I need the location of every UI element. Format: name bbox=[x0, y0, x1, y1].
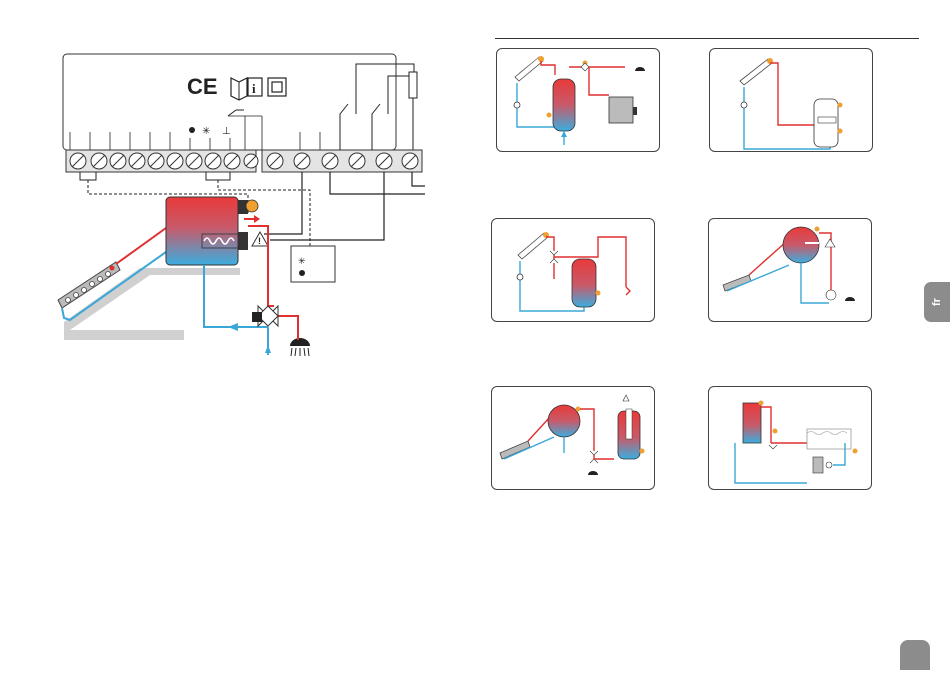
double-insulation-icon bbox=[268, 78, 286, 96]
temperature-sensor-icon bbox=[246, 200, 258, 212]
scheme-6 bbox=[708, 386, 872, 490]
wiring-diagram: CE i ✳ ⊥ bbox=[0, 0, 475, 670]
scheme-3 bbox=[491, 218, 655, 322]
ce-mark: CE bbox=[187, 74, 218, 99]
storage-tank bbox=[166, 197, 238, 265]
svg-text:✳: ✳ bbox=[298, 256, 306, 266]
language-tab-label: fr bbox=[931, 298, 943, 306]
svg-text:✳: ✳ bbox=[202, 126, 210, 137]
svg-text:!: ! bbox=[258, 236, 261, 246]
scheme-5 bbox=[491, 386, 655, 490]
mixing-valve-icon bbox=[252, 306, 278, 326]
svg-text:⊥: ⊥ bbox=[222, 126, 231, 137]
page-number-tab bbox=[900, 640, 930, 670]
language-tab[interactable]: fr bbox=[924, 282, 950, 322]
terminal-block-mains bbox=[262, 150, 422, 172]
scheme-4 bbox=[708, 218, 872, 322]
scheme-2 bbox=[709, 48, 873, 152]
shower-icon bbox=[290, 336, 310, 356]
wiring-page: CE i ✳ ⊥ bbox=[0, 0, 475, 670]
svg-text:i: i bbox=[252, 81, 256, 96]
header-rule bbox=[495, 38, 919, 39]
sensor-symbol-icon bbox=[189, 127, 195, 133]
scheme-1 bbox=[496, 48, 660, 152]
info-icon: i bbox=[248, 78, 262, 96]
fuse-icon bbox=[409, 72, 417, 98]
